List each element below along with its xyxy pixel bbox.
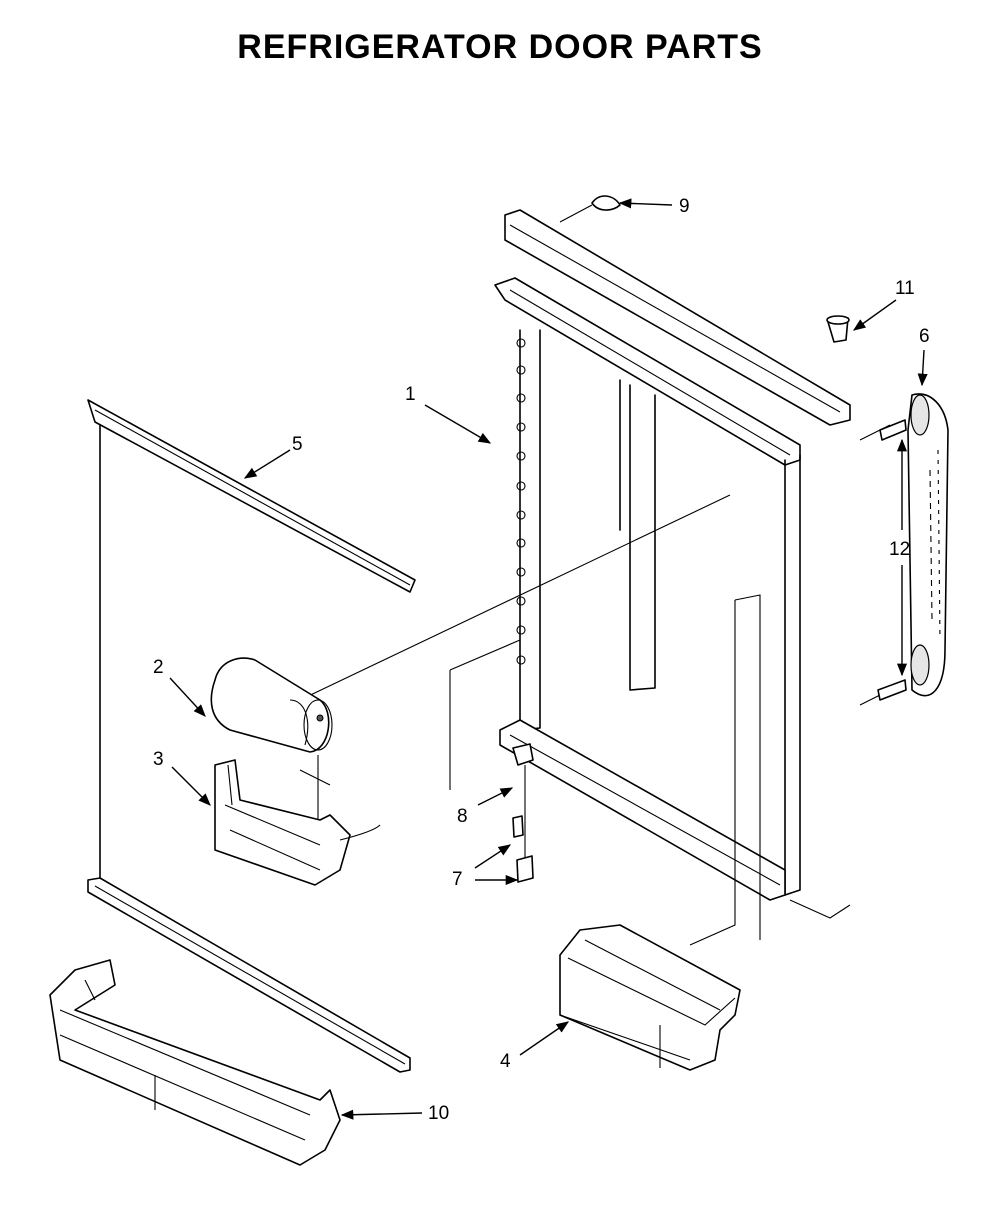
door-shelf-pegs bbox=[516, 338, 526, 665]
callout-label-2: 2 bbox=[153, 657, 164, 678]
part-plug bbox=[826, 315, 850, 343]
callout-label-5: 5 bbox=[292, 434, 303, 455]
part-stop-screw bbox=[512, 815, 534, 883]
callout-label-3: 3 bbox=[153, 749, 164, 770]
part-door-gasket bbox=[87, 399, 416, 1073]
callout-label-9: 9 bbox=[679, 196, 690, 217]
callout-label-6: 6 bbox=[919, 326, 930, 347]
callout-label-10: 10 bbox=[428, 1103, 449, 1124]
callout-label-8: 8 bbox=[457, 806, 468, 827]
callout-label-11: 11 bbox=[895, 278, 915, 299]
part-dairy-bin bbox=[214, 755, 381, 886]
part-door-bin-large bbox=[49, 959, 341, 1166]
part-cap bbox=[591, 195, 621, 211]
callout-label-1: 1 bbox=[405, 384, 416, 405]
part-door-bin-small bbox=[559, 924, 741, 1071]
diagram-title: REFRIGERATOR DOOR PARTS bbox=[237, 28, 763, 66]
part-dairy-door bbox=[210, 657, 333, 753]
part-handle-screws bbox=[877, 419, 908, 701]
part-door-handle bbox=[907, 393, 949, 697]
callout-label-4: 4 bbox=[500, 1051, 511, 1072]
callout-label-12: 12 bbox=[889, 539, 910, 560]
part-door-panel bbox=[299, 209, 891, 946]
callout-arrows bbox=[169, 198, 928, 1120]
callout-label-7: 7 bbox=[452, 869, 463, 890]
cap-guide-line bbox=[559, 204, 593, 223]
